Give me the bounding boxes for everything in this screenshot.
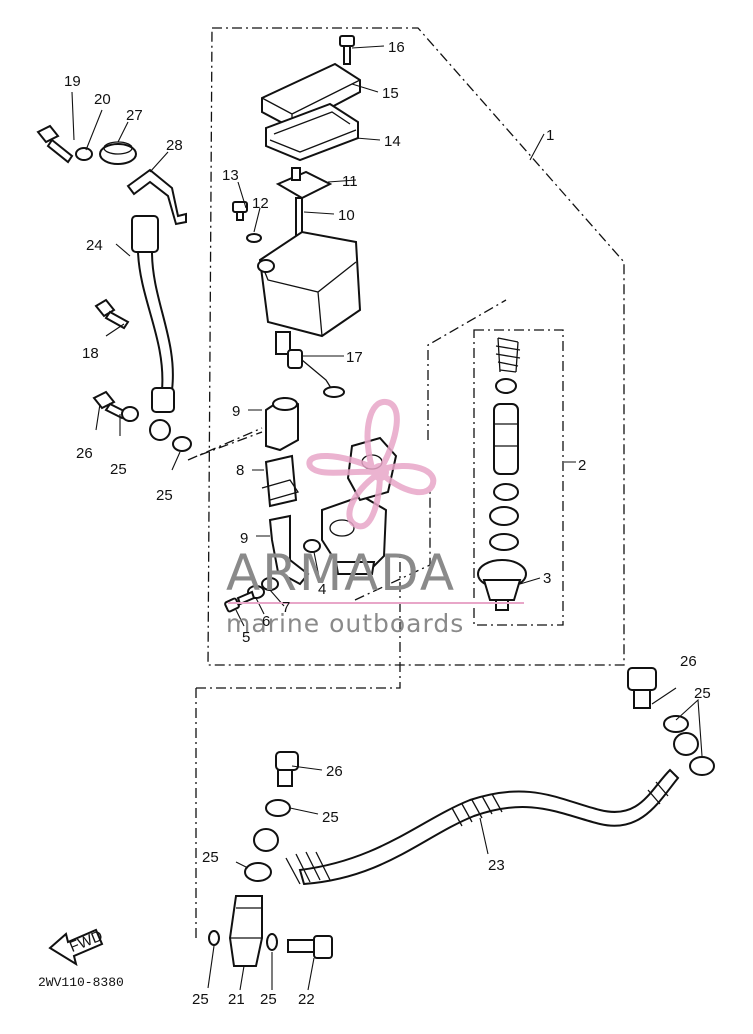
hose-24-icon (131, 215, 175, 441)
label-10: 10 (338, 207, 355, 224)
label-13: 13 (222, 167, 239, 184)
watermark-brand: ARMADA (226, 544, 456, 602)
washer-25-right-a-icon (663, 715, 689, 733)
label-25-lower: 25 (156, 487, 173, 504)
label-24: 24 (86, 237, 103, 254)
banjo-right-icon (673, 732, 699, 756)
washer-25-lower-a-icon (265, 799, 291, 817)
joint-9-lower-icon (268, 514, 321, 586)
label-19: 19 (64, 73, 81, 90)
washer-12-icon (246, 233, 262, 243)
linkage-line-a (427, 299, 507, 440)
washer-25-bottom-a-icon (208, 930, 220, 946)
piston-icon (493, 403, 519, 475)
assembly-2-outline (473, 329, 564, 626)
plate-11-icon (275, 167, 333, 200)
fwd-arrow-icon: FWD (48, 927, 105, 967)
bolt-16-icon (339, 35, 355, 65)
joint-21-icon (228, 895, 263, 967)
bolt-26-right-icon (627, 667, 657, 709)
label-3: 3 (543, 570, 551, 587)
label-26-left: 26 (76, 445, 93, 462)
union-bolt-9-top-icon (265, 396, 299, 452)
label-9-top: 9 (232, 403, 240, 420)
leader-lines (71, 45, 703, 991)
grommet-27-icon (99, 141, 137, 165)
circlip-icon (489, 533, 519, 551)
label-25-left: 25 (110, 461, 127, 478)
washer-icon (489, 506, 519, 526)
label-9-lower: 9 (240, 530, 248, 547)
label-18: 18 (82, 345, 99, 362)
switch-17-icon (287, 349, 345, 398)
label-25-bottom-a: 25 (192, 991, 209, 1008)
bolt-26-left-icon (92, 390, 128, 420)
reservoir-cap-15-icon (261, 62, 361, 130)
label-21: 21 (228, 991, 245, 1008)
watermark-tagline: marine outboards (226, 609, 464, 638)
label-25-mid: 25 (322, 809, 339, 826)
label-20: 20 (94, 91, 111, 108)
watermark-logo-icon (306, 399, 437, 530)
banjo-lower-icon (253, 828, 279, 852)
label-26-right: 26 (680, 653, 697, 670)
label-25-lower-left: 25 (202, 849, 219, 866)
washer-25-bottom-b-icon (266, 933, 278, 951)
label-2: 2 (578, 457, 586, 474)
screw-13-icon (232, 201, 248, 221)
label-15: 15 (382, 85, 399, 102)
label-8: 8 (236, 462, 244, 479)
linkage-line-c (354, 490, 431, 601)
label-5: 5 (242, 629, 250, 646)
bolt-26-lower-icon (275, 751, 299, 787)
bolt-22-icon (287, 935, 333, 959)
label-27: 27 (126, 107, 143, 124)
hose-8-icon (261, 454, 300, 508)
label-16: 16 (388, 39, 405, 56)
label-23: 23 (488, 857, 505, 874)
cup-icon (495, 378, 517, 394)
bolt-19-icon (36, 124, 74, 164)
label-22: 22 (298, 991, 315, 1008)
label-28: 28 (166, 137, 183, 154)
hose-routing-line (195, 555, 401, 940)
washer-25-lower-b-icon (244, 862, 272, 882)
label-14: 14 (384, 133, 401, 150)
washer-25-left-icon (121, 406, 139, 422)
linkage-line-b (187, 427, 263, 461)
label-26-lower: 26 (326, 763, 343, 780)
bolt-18-icon (94, 298, 130, 330)
reservoir-tank-icon (257, 230, 362, 355)
boot-3-icon (477, 559, 527, 611)
label-4: 4 (318, 581, 326, 598)
spring-icon (495, 337, 521, 373)
label-1: 1 (546, 127, 554, 144)
label-6: 6 (262, 613, 270, 630)
label-11: 11 (342, 173, 358, 190)
label-12: 12 (252, 195, 269, 212)
assembly-1-outline (207, 27, 625, 666)
seal-ring-icon (493, 483, 519, 501)
label-7: 7 (282, 599, 290, 616)
label-17: 17 (346, 349, 363, 366)
label-25-right: 25 (694, 685, 711, 702)
label-25-bottom-b: 25 (260, 991, 277, 1008)
hose-23-icon (285, 768, 680, 886)
washer-25-right-b-icon (689, 756, 715, 776)
washer-25-lower-icon (172, 436, 192, 452)
bracket-28-icon (126, 168, 187, 226)
washer-20-icon (75, 147, 93, 161)
diagram-code: 2WV110-8380 (38, 975, 124, 990)
